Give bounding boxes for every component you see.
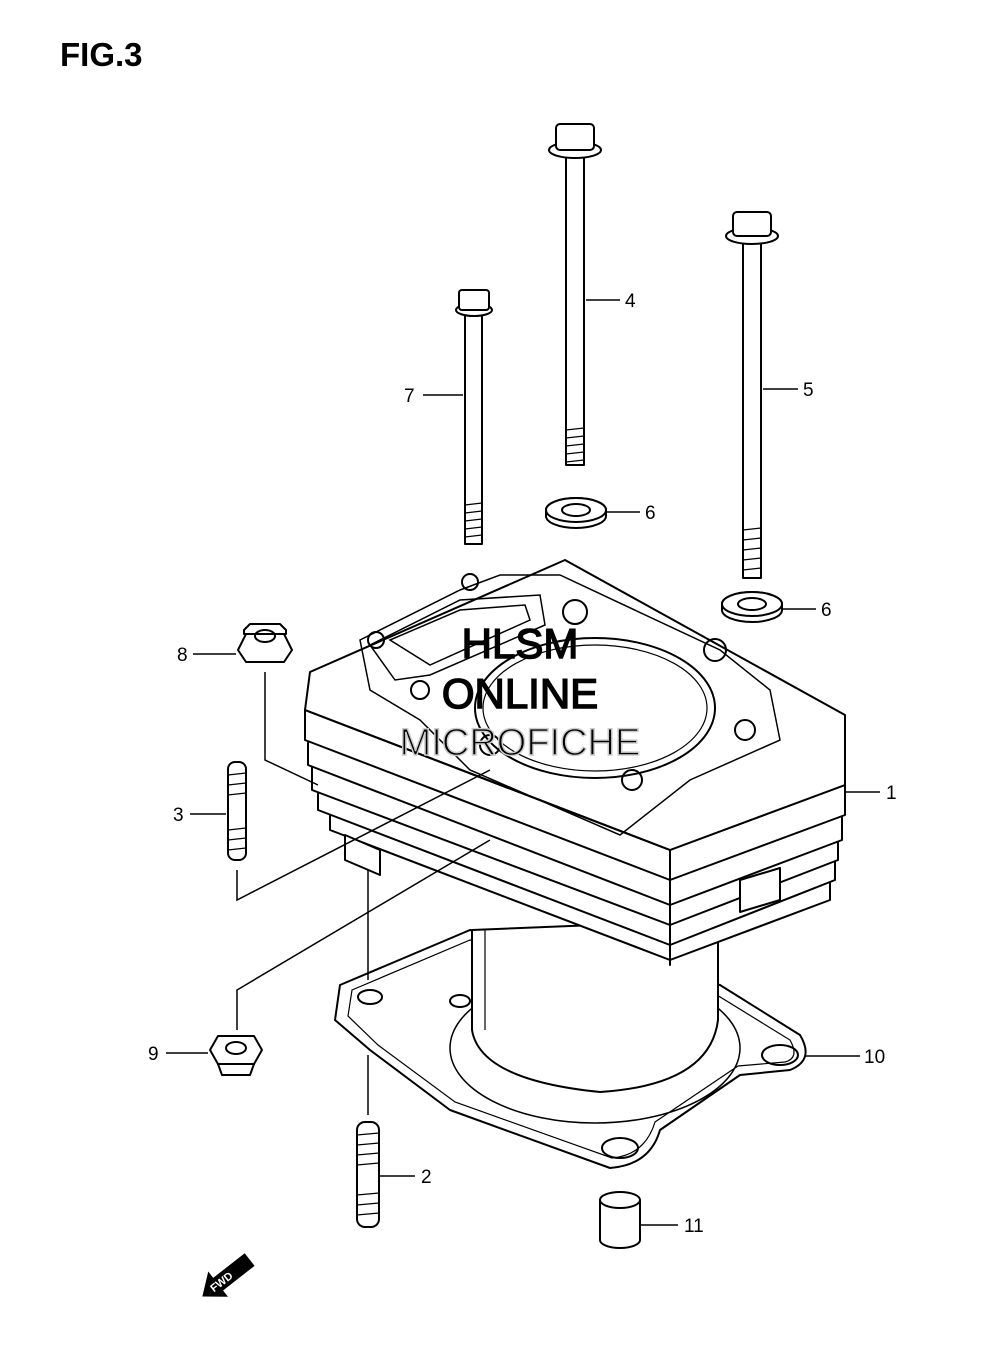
cylinder-body xyxy=(304,559,846,966)
nut-9 xyxy=(209,1035,263,1076)
watermark-line-2: ONLINE xyxy=(442,670,598,717)
dowel-pin-11 xyxy=(599,1191,641,1249)
callout-10: 10 xyxy=(864,1047,885,1068)
cylinder-bolt-7 xyxy=(455,289,493,545)
washer-6-upper xyxy=(545,497,607,529)
assembly-guide-lines xyxy=(236,672,491,1115)
stud-3 xyxy=(227,761,247,861)
figure-title: FIG.3 xyxy=(60,36,143,73)
callout-3: 3 xyxy=(173,805,184,826)
stud-2 xyxy=(356,1121,380,1228)
callout-5: 5 xyxy=(803,380,814,401)
washer-6-lower xyxy=(721,591,783,623)
callout-1: 1 xyxy=(886,783,897,804)
callout-6-upper: 6 xyxy=(645,503,656,524)
callout-9: 9 xyxy=(148,1044,159,1065)
callout-2: 2 xyxy=(421,1167,432,1188)
callout-11: 11 xyxy=(684,1216,704,1237)
callout-8: 8 xyxy=(177,645,188,666)
watermark-line-3: MICROFICHE xyxy=(400,722,641,764)
cylinder-sleeve xyxy=(471,919,719,1093)
forward-arrow-icon: FWD xyxy=(202,1253,255,1297)
callout-leaders xyxy=(166,299,880,1226)
callout-6-lower: 6 xyxy=(821,600,832,621)
watermark: HLSM ONLINE MICROFICHE xyxy=(399,619,641,765)
callout-7: 7 xyxy=(404,386,415,407)
nut-8 xyxy=(237,623,293,663)
watermark-line-1: HLSM xyxy=(462,620,579,667)
cylinder-head-bolt-4 xyxy=(548,123,602,466)
cylinder-head-bolt-5 xyxy=(725,211,779,579)
callout-4: 4 xyxy=(625,291,636,312)
